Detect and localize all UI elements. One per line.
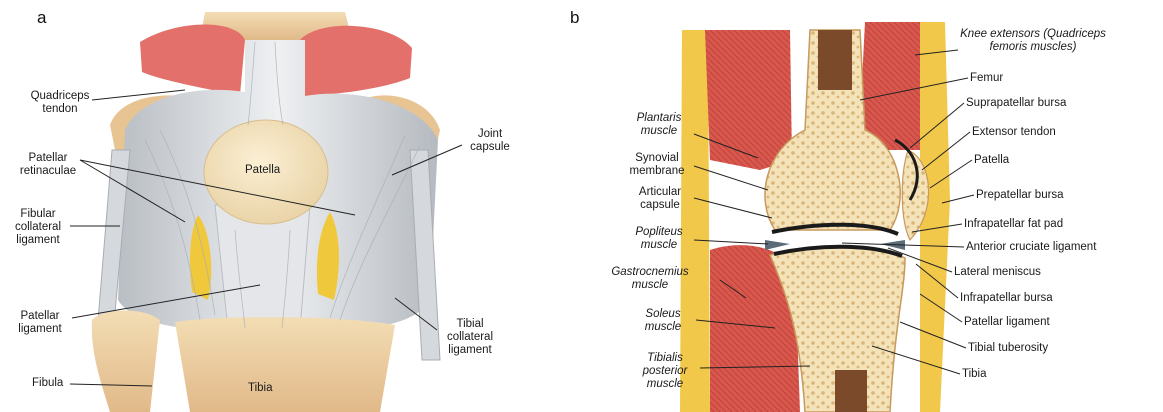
- label-articular-capsule: Articular capsule: [626, 186, 694, 212]
- label-patellar-ligament: Patellar ligament: [964, 316, 1050, 329]
- label-patellar-ligament: Patellar ligament: [10, 310, 70, 336]
- tibia-marrow-cavity: [835, 370, 867, 412]
- label-tibial-tuberosity: Tibial tuberosity: [968, 342, 1048, 355]
- panel-a-letter: a: [37, 8, 46, 28]
- label-popliteus-muscle: Popliteus muscle: [624, 226, 694, 252]
- quadriceps-muscles: [860, 22, 920, 150]
- vastus-lateralis-muscle: [300, 26, 412, 96]
- label-infrapatellar-fat-pad: Infrapatellar fat pad: [964, 218, 1063, 231]
- label-femur: Femur: [970, 72, 1003, 85]
- label-patellar-retinaculae: Patellar retinaculae: [12, 152, 84, 178]
- tibia-bone: [175, 317, 395, 412]
- posterior-meniscus: [765, 240, 790, 250]
- panel-b-letter: b: [570, 8, 579, 28]
- label-knee-extensors: Knee extensors (Quadriceps femoris muscl…: [958, 28, 1108, 54]
- label-tibialis-posterior-muscle: Tibialis posterior muscle: [630, 352, 700, 391]
- hamstring-muscles: [705, 30, 792, 170]
- label-suprapatellar-bursa: Suprapatellar bursa: [966, 97, 1066, 110]
- fibula-bone: [92, 311, 160, 412]
- femur-marrow-cavity: [818, 30, 852, 90]
- label-tibia: Tibia: [248, 382, 273, 395]
- label-tibia: Tibia: [962, 368, 987, 381]
- vastus-medialis-muscle: [140, 24, 245, 95]
- label-gastrocnemius-muscle: Gastrocnemius muscle: [600, 266, 700, 292]
- label-quadriceps-tendon: Quadriceps tendon: [25, 90, 95, 116]
- label-lateral-meniscus: Lateral meniscus: [954, 266, 1041, 279]
- label-fibula: Fibula: [32, 377, 63, 390]
- label-anterior-cruciate-ligament: Anterior cruciate ligament: [966, 241, 1096, 254]
- panel-a-anterior-knee: a Quadriceps tendon Patellar retinaculae…: [0, 0, 560, 412]
- label-soleus-muscle: Soleus muscle: [630, 308, 696, 334]
- panel-b-sagittal-knee: b Plantaris muscle Synovial membrane Art…: [560, 0, 1163, 412]
- label-tibial-collateral-ligament: Tibial collateral ligament: [435, 318, 505, 357]
- label-patella: Patella: [245, 164, 280, 177]
- label-joint-capsule: Joint capsule: [460, 128, 520, 154]
- label-plantaris-muscle: Plantaris muscle: [624, 112, 694, 138]
- label-fibular-collateral-ligament: Fibular collateral ligament: [5, 208, 71, 247]
- label-synovial-membrane: Synovial membrane: [620, 152, 694, 178]
- label-patella: Patella: [974, 154, 1009, 167]
- label-prepatellar-bursa: Prepatellar bursa: [976, 189, 1064, 202]
- label-extensor-tendon: Extensor tendon: [972, 126, 1056, 139]
- label-infrapatellar-bursa: Infrapatellar bursa: [960, 292, 1053, 305]
